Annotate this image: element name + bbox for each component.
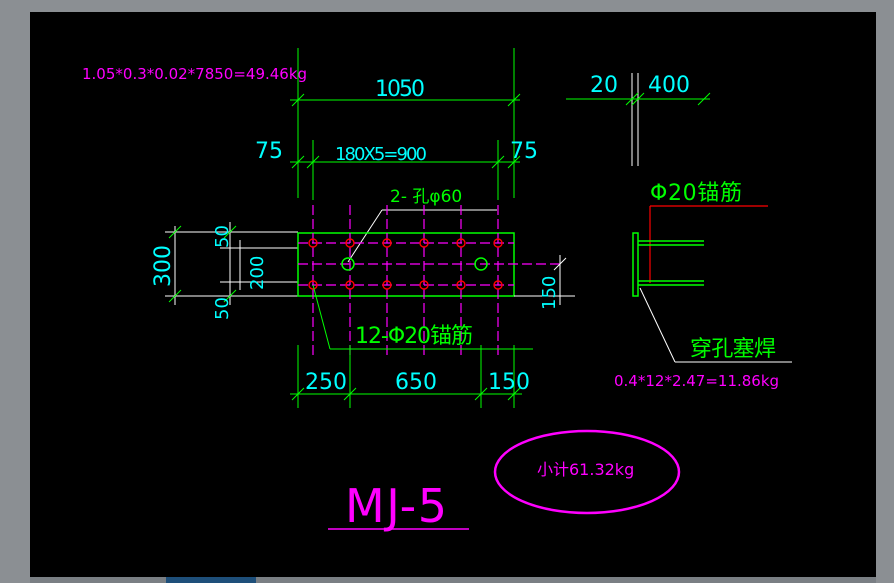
- dim-side-400: 400: [648, 73, 690, 98]
- anchor-points: [308, 238, 503, 290]
- window-frame-top: [0, 0, 894, 12]
- plug-hole-left: [341, 257, 355, 271]
- dim-200: 200: [247, 256, 268, 290]
- side-anchor-bars: [638, 240, 704, 286]
- dim-left-lines: [165, 222, 298, 305]
- label-plug-weld: 穿孔塞焊: [690, 337, 776, 362]
- dim-bottom-50: 50: [212, 297, 233, 320]
- dim-bottom-250: 250: [305, 370, 347, 395]
- cad-drawing-canvas[interactable]: 1.05*0.3*0.02*7850=49.46kg 1050 75 180X5…: [30, 12, 876, 577]
- plug-weld-leader: [639, 287, 792, 363]
- hole-leader: [347, 209, 383, 263]
- dim-150-right: 150: [539, 276, 560, 310]
- bottom-tab[interactable]: [166, 577, 256, 583]
- dim-edge-right: 75: [510, 139, 538, 164]
- plate-weight-calc: 1.05*0.3*0.02*7850=49.46kg: [82, 65, 307, 83]
- dim-side-lines: [631, 73, 639, 166]
- dim-edge-left: 75: [255, 139, 283, 164]
- dim-total-width: 1050: [375, 77, 425, 102]
- dim-bottom-650: 650: [395, 370, 437, 395]
- label-holes: 2- 孔φ60: [390, 187, 462, 207]
- plug-hole-right: [474, 257, 488, 271]
- dim-bottom-lines: [290, 345, 522, 408]
- dim-spacing-lines: [290, 140, 521, 200]
- window-frame-left: [0, 0, 30, 583]
- subtotal: 小计61.32kg: [537, 460, 634, 479]
- label-anchors: 12-Φ20锚筋: [355, 324, 473, 349]
- dim-height: 300: [151, 245, 176, 287]
- label-side-anchor: Φ20锚筋: [650, 181, 742, 206]
- subtotal-ellipse: [493, 429, 681, 515]
- drawing-title: MJ-5: [345, 479, 447, 533]
- dim-spacing: 180X5=900: [335, 144, 427, 165]
- dim-bottom-150: 150: [488, 370, 530, 395]
- anchor-leader: [312, 284, 331, 350]
- side-plate: [632, 232, 639, 297]
- rebar-weight-calc: 0.4*12*2.47=11.86kg: [614, 372, 779, 390]
- dim-left-ticks: [168, 225, 237, 303]
- drawing-svg: 1.05*0.3*0.02*7850=49.46kg 1050 75 180X5…: [82, 48, 792, 533]
- dim-top-50: 50: [212, 225, 233, 248]
- window-frame-right: [876, 0, 894, 583]
- dim-150-right-lines: [514, 255, 575, 305]
- dim-1050-lines: [290, 48, 521, 198]
- dim-side-20: 20: [590, 73, 618, 98]
